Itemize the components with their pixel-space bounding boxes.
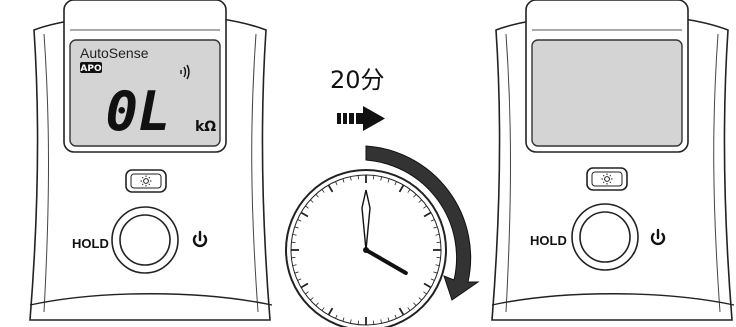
clock-minute-tick [387,178,390,183]
clock-minute-tick [435,234,440,236]
clock-center [363,247,369,253]
clock-minute-tick [292,234,297,236]
clock-minute-tick [335,181,338,186]
right-meter: HOLD [491,0,735,321]
clock-minute-tick [309,199,314,203]
clock-minute-tick [321,189,325,193]
clock-minute-tick [292,264,297,266]
clock-hour-tick [300,282,309,289]
left-hold-button[interactable] [119,214,171,266]
clock-ticks [291,175,441,325]
right-lcd-blank [531,39,683,147]
lcd-reading: 0L [105,80,170,143]
left-backlight-button[interactable] [125,169,167,193]
clock-minute-tick [407,307,411,311]
clock-hour-tick [327,307,334,316]
curved-arrow-icon [365,145,480,301]
left-hold-label: HOLD [72,236,109,251]
left-meter-bottom-curve [29,293,273,306]
left-lcd [69,39,221,147]
clock-minute-tick [413,302,417,307]
clock-minute-tick [418,199,423,203]
clock-hour-tick [327,184,334,193]
clock-minute-tick [430,219,435,222]
clock-minute-tick [413,193,417,198]
clock-minute-tick [321,307,325,311]
clock-minute-tick [342,178,345,183]
lcd-unit: kΩ [195,119,216,135]
clock-minute-tick [294,271,299,274]
clock-minute-tick [315,302,319,307]
clock-minute-tick [394,181,397,186]
power-icon [192,230,208,248]
clock-minute-tick [430,278,435,281]
clock-minute-tick [297,219,302,222]
clock-minute-tick [433,271,438,274]
apo-badge: APO [80,64,102,74]
clock-minute-tick [309,297,314,301]
clock-minute-tick [418,297,423,301]
clock-minute-tick [387,317,390,322]
transition: 20分 [330,66,385,131]
clock-hour-tick [398,307,405,316]
clock-hour-tick [423,211,432,218]
clock-minute-tick [423,205,427,209]
clock [285,145,480,327]
left-meter-inner-right-edge [251,33,259,313]
clock-minute-tick [315,193,319,198]
clock-hour-tick [300,211,309,218]
clock-minute-tick [423,291,427,295]
right-hold-label: HOLD [530,233,567,248]
clock-minute-tick [305,291,309,295]
sun-icon [140,175,152,187]
hour-hand [364,248,408,275]
right-backlight-button[interactable] [586,167,628,191]
clock-minute-tick [335,314,338,319]
right-meter-inner-right-edge [713,33,721,313]
clock-minute-tick [380,319,382,324]
right-hold-button[interactable] [579,211,631,263]
left-meter: AutoSense APO 0L kΩ HOLD [29,0,273,321]
left-meter-inner-left-edge [43,33,49,313]
clock-minute-tick [305,205,309,209]
clock-minute-tick [297,278,302,281]
sound-wave-icon [180,64,190,80]
clock-hour-tick [423,282,432,289]
clock-minute-tick [394,314,397,319]
apo-badge-bg [80,62,102,73]
clock-minute-tick [433,226,438,229]
dashed-arrow-icon [337,106,385,131]
clock-hour-tick [398,184,405,193]
right-meter-inner-left-edge [505,33,511,313]
minute-hand [361,189,371,251]
power-icon [650,228,666,246]
autosense-label: AutoSense [80,45,149,61]
clock-minute-tick [342,317,345,322]
clock-minute-tick [435,264,440,266]
clock-minute-tick [380,176,382,181]
sun-icon [601,173,613,185]
clock-minute-tick [407,189,411,193]
time-label: 20分 [330,66,385,94]
clock-minute-tick [350,319,352,324]
right-meter-bottom-curve [491,293,735,306]
clock-minute-tick [294,226,299,229]
clock-minute-tick [350,176,352,181]
